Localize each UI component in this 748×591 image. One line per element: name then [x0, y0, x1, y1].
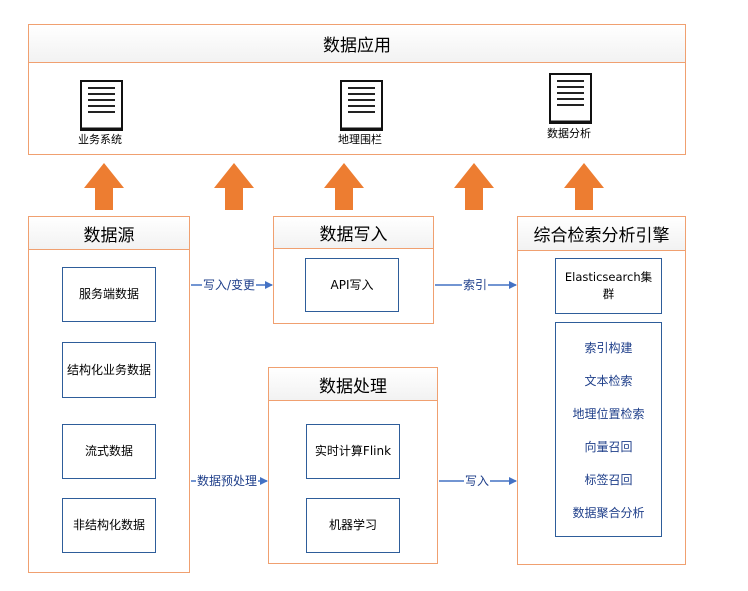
app-item-label: 地理围栏: [338, 133, 382, 146]
connector-label-write-change: 写入/变更: [202, 278, 257, 292]
up-arrow-icon: [214, 163, 254, 210]
capability-item: 向量召回: [584, 440, 633, 454]
up-arrow-icon: [454, 163, 494, 210]
data-application-title: 数据应用: [29, 25, 685, 63]
data-write-title: 数据写入: [274, 217, 433, 249]
elasticsearch-cluster-box: Elasticsearch集群: [555, 258, 662, 314]
data-source-item: 非结构化数据: [62, 498, 156, 553]
app-item-label: 业务系统: [78, 133, 122, 146]
up-arrow-icon: [564, 163, 604, 210]
processing-item: 实时计算Flink: [306, 424, 400, 479]
capabilities-box: 索引构建 文本检索 地理位置检索 向量召回 标签召回 数据聚合分析: [555, 322, 662, 537]
data-processing-title: 数据处理: [269, 368, 437, 401]
connector-label-index: 索引: [462, 278, 489, 292]
processing-item: 机器学习: [306, 498, 400, 553]
api-write-box: API写入: [305, 258, 399, 312]
up-arrow-icon: [324, 163, 364, 210]
document-icon: [549, 73, 593, 125]
up-arrow-icon: [84, 163, 124, 210]
capability-item: 地理位置检索: [572, 407, 645, 421]
document-icon: [340, 80, 384, 132]
capability-item: 数据聚合分析: [572, 506, 645, 520]
app-item-label: 数据分析: [547, 127, 591, 140]
connector-label-write: 写入: [464, 474, 491, 488]
search-engine-title: 综合检索分析引擎: [518, 217, 685, 251]
data-source-title: 数据源: [29, 217, 189, 250]
capability-item: 索引构建: [584, 341, 633, 355]
data-source-item: 流式数据: [62, 424, 156, 479]
document-icon: [80, 80, 124, 132]
capability-item: 文本检索: [584, 374, 633, 388]
connector-label-preprocess: 数据预处理: [196, 474, 259, 488]
data-source-item: 结构化业务数据: [62, 342, 156, 398]
capability-item: 标签召回: [584, 473, 633, 487]
data-source-item: 服务端数据: [62, 267, 156, 322]
